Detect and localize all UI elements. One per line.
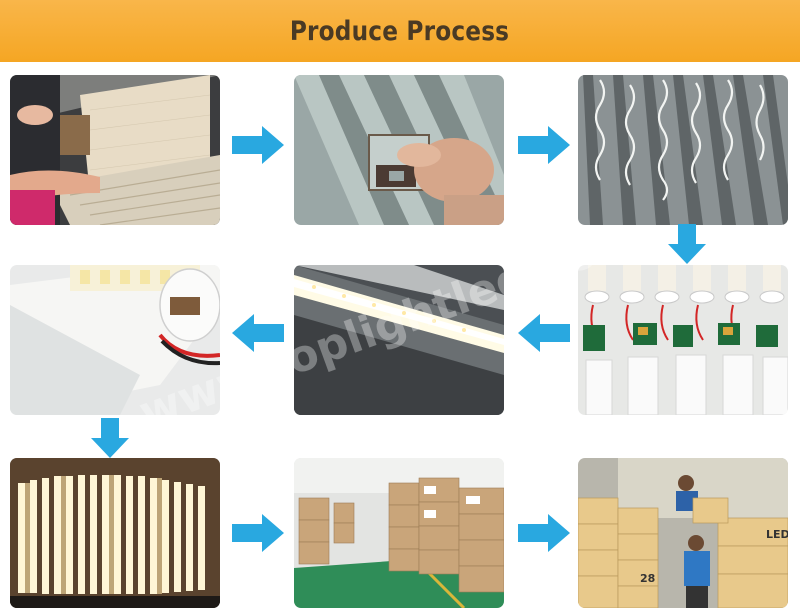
arrow-left-2: [518, 314, 570, 352]
step-3-glue-profiles-photo: [578, 75, 788, 225]
arrow-left-1: [232, 314, 284, 352]
arrow-right-2: [518, 126, 570, 164]
arrow-down-1: [668, 224, 706, 264]
arrow-right-3: [232, 514, 284, 552]
step-9-container-loading-photo: LED 28: [578, 458, 788, 608]
step-7-aging-test-photo: [10, 458, 220, 608]
svg-text:LED: LED: [766, 528, 788, 541]
step-8-warehouse-photo: [294, 458, 504, 608]
arrow-down-2: [91, 418, 129, 458]
step-4-driver-endcaps-photo: [578, 265, 788, 415]
step-1-pcb-assembly-photo: [10, 75, 220, 225]
step-6-tube-endcap-photo: [10, 265, 220, 415]
svg-text:28: 28: [640, 572, 655, 585]
arrow-right-1: [232, 126, 284, 164]
step-2-aluminum-profile-photo: [294, 75, 504, 225]
header-banner: Produce Process: [0, 0, 800, 62]
step-5-lit-tube-photo: [294, 265, 504, 415]
page-title: Produce Process: [290, 15, 510, 47]
arrow-right-4: [518, 514, 570, 552]
